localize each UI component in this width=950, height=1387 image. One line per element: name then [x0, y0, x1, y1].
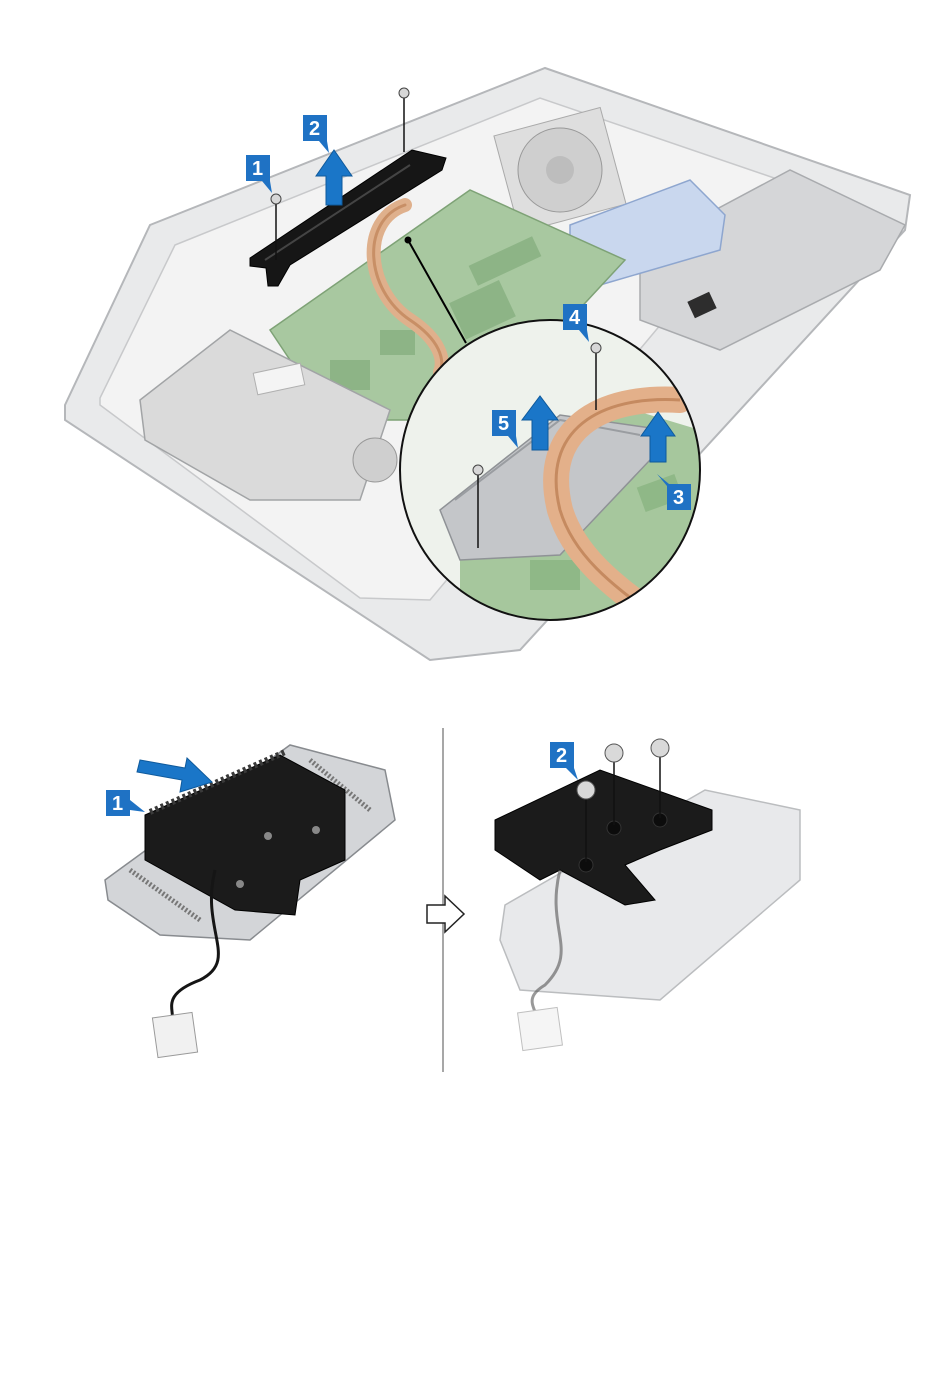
figure-system-board-chassis: 1 2: [65, 68, 910, 660]
callout-right-2-label: 2: [556, 745, 567, 767]
callout-right-2: 2: [550, 742, 578, 780]
magnifier-circle: [400, 320, 700, 620]
callout-5-label: 5: [498, 413, 509, 435]
callout-left-1: 1: [106, 790, 145, 816]
callout-2-label: 2: [309, 118, 320, 140]
callout-2: 2: [303, 115, 329, 153]
callout-3-label: 3: [673, 487, 684, 509]
callout-4-label: 4: [569, 307, 581, 329]
connector-right: [518, 1007, 563, 1050]
callout-1-label: 1: [252, 158, 263, 180]
figure-right-secure-cover: 2: [495, 739, 800, 1051]
connector-left: [152, 1012, 197, 1057]
figure-left-insert-cover: 1: [105, 745, 395, 1058]
next-step-arrow-icon: [427, 896, 464, 932]
callout-left-1-label: 1: [112, 793, 123, 815]
psu-fan: [353, 438, 397, 482]
